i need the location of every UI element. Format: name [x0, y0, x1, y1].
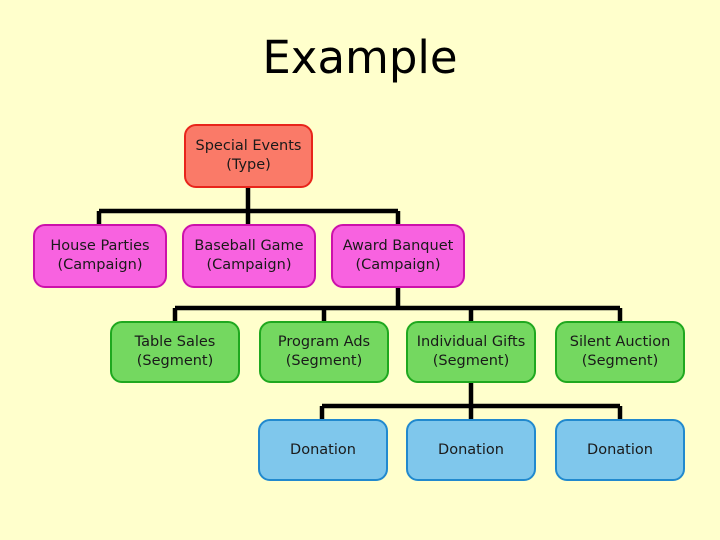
- node-label-line1: House Parties: [50, 238, 150, 255]
- node-house-parties[interactable]: House Parties (Campaign): [33, 224, 167, 288]
- node-label-line2: (Type): [226, 157, 271, 173]
- node-silent-auction[interactable]: Silent Auction (Segment): [555, 321, 685, 383]
- node-label-line1: Program Ads: [277, 334, 371, 351]
- node-label-line2: (Segment): [432, 353, 510, 369]
- node-special-events[interactable]: Special Events (Type): [184, 124, 313, 188]
- page-title: Example: [262, 31, 458, 84]
- node-label-line1: Donation: [587, 441, 653, 458]
- node-label-line1: Donation: [290, 441, 356, 458]
- node-individual-gifts[interactable]: Individual Gifts (Segment): [406, 321, 536, 383]
- node-donation-3[interactable]: Donation: [555, 419, 685, 481]
- node-donation-2[interactable]: Donation: [406, 419, 536, 481]
- node-label-line2: (Segment): [285, 353, 363, 369]
- node-label-line2: (Campaign): [355, 257, 441, 273]
- node-label-line1: Silent Auction: [569, 334, 671, 351]
- node-label-line2: (Campaign): [57, 257, 143, 273]
- node-label-line2: (Campaign): [206, 257, 292, 273]
- node-program-ads[interactable]: Program Ads (Segment): [259, 321, 389, 383]
- node-label-line1: Baseball Game: [194, 238, 304, 255]
- node-label-line1: Table Sales: [134, 334, 216, 351]
- node-baseball-game[interactable]: Baseball Game (Campaign): [182, 224, 316, 288]
- node-table-sales[interactable]: Table Sales (Segment): [110, 321, 240, 383]
- node-label-line1: Individual Gifts: [416, 334, 526, 351]
- node-label-line1: Special Events: [195, 138, 302, 155]
- node-award-banquet[interactable]: Award Banquet (Campaign): [331, 224, 465, 288]
- node-label-line1: Donation: [438, 441, 504, 458]
- node-label-line1: Award Banquet: [342, 238, 454, 255]
- node-label-line2: (Segment): [136, 353, 214, 369]
- node-donation-1[interactable]: Donation: [258, 419, 388, 481]
- node-label-line2: (Segment): [581, 353, 659, 369]
